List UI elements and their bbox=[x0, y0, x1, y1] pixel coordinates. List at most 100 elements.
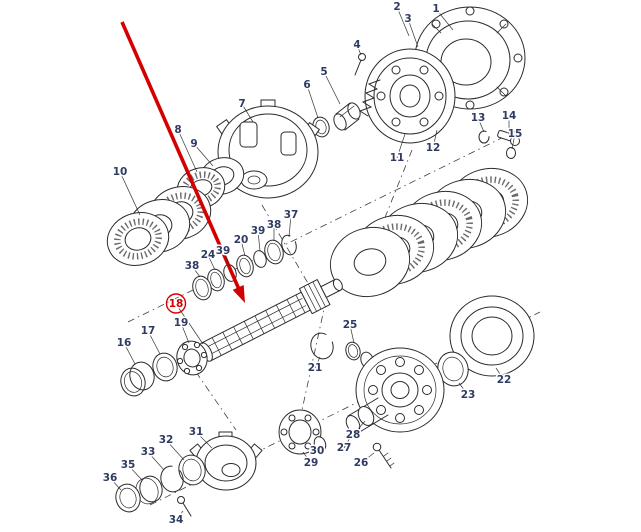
leader-line-33 bbox=[147, 451, 165, 471]
part-input-shaft-18 bbox=[199, 278, 343, 362]
highlight-circle bbox=[165, 293, 187, 314]
part-label-36: 36 bbox=[103, 472, 118, 484]
leader-line-20 bbox=[240, 239, 246, 257]
part-rings-32-33 bbox=[160, 454, 206, 493]
leader-line-18 bbox=[175, 303, 204, 345]
leader-line-7 bbox=[241, 103, 254, 123]
leader-lines bbox=[109, 6, 516, 521]
part-label-11: 11 bbox=[390, 152, 405, 164]
part-label-4: 4 bbox=[353, 39, 360, 51]
leader-line-36 bbox=[109, 477, 122, 491]
part-bearing-carrier-plate bbox=[364, 48, 456, 144]
part-label-1: 1 bbox=[432, 3, 439, 15]
leader-line-31 bbox=[195, 431, 213, 449]
leader-line-21 bbox=[314, 356, 321, 369]
part-clutch-drum-7 bbox=[216, 99, 320, 199]
leader-line-10 bbox=[119, 171, 141, 216]
part-label-6: 6 bbox=[303, 79, 310, 91]
leader-line-27 bbox=[343, 430, 355, 449]
part-small-fittings bbox=[478, 130, 520, 159]
part-label-39: 39 bbox=[216, 245, 231, 257]
part-label-7: 7 bbox=[238, 98, 245, 110]
part-ring-17 bbox=[152, 352, 178, 382]
leader-line-3 bbox=[407, 18, 419, 48]
part-rings-35-36 bbox=[115, 475, 163, 513]
part-label-39: 39 bbox=[251, 225, 266, 237]
red-arrow bbox=[120, 21, 245, 303]
part-label-9: 9 bbox=[190, 138, 197, 150]
part-hub-flange-26-28 bbox=[345, 347, 445, 434]
part-label-34: 34 bbox=[169, 514, 184, 526]
leader-line-17 bbox=[147, 330, 161, 355]
leader-line-12 bbox=[432, 129, 438, 149]
part-clutch-pack-left-10 bbox=[106, 186, 212, 266]
part-label-24: 24 bbox=[201, 249, 216, 261]
leader-line-34 bbox=[175, 510, 184, 521]
part-label-2: 2 bbox=[393, 1, 400, 13]
part-label-13: 13 bbox=[471, 112, 486, 124]
leader-line-39 bbox=[222, 250, 230, 266]
part-ring-23 bbox=[437, 351, 469, 387]
leader-line-29 bbox=[302, 451, 312, 464]
leader-line-16 bbox=[123, 342, 136, 365]
part-label-26: 26 bbox=[354, 457, 369, 469]
part-label-10: 10 bbox=[113, 166, 128, 178]
leader-line-37 bbox=[288, 214, 292, 238]
part-label-30: 30 bbox=[310, 445, 325, 457]
part-spring bbox=[358, 79, 381, 117]
leader-line-38 bbox=[191, 265, 201, 278]
leader-line-19 bbox=[180, 322, 190, 344]
part-label-5: 5 bbox=[320, 66, 327, 78]
leader-line-4 bbox=[356, 44, 362, 56]
part-bearing-19 bbox=[176, 340, 208, 376]
part-label-38: 38 bbox=[185, 260, 200, 272]
part-label-27: 27 bbox=[337, 442, 352, 454]
part-label-14: 14 bbox=[502, 110, 517, 122]
leader-line-24 bbox=[207, 254, 216, 271]
leader-line-1 bbox=[435, 8, 454, 31]
part-bearing-29-30 bbox=[278, 409, 327, 455]
part-label-22: 22 bbox=[497, 374, 512, 386]
part-drum-31 bbox=[189, 431, 263, 491]
part-label-16: 16 bbox=[117, 337, 132, 349]
leader-line-32 bbox=[165, 439, 185, 461]
part-seal-ring-row bbox=[192, 234, 297, 301]
part-clutch-pack-right bbox=[329, 168, 529, 297]
leader-line-5 bbox=[323, 71, 341, 105]
leader-line-22 bbox=[495, 367, 505, 381]
leader-line-39 bbox=[257, 230, 261, 252]
leader-line-6 bbox=[306, 84, 319, 119]
part-label-17: 17 bbox=[141, 325, 156, 337]
part-label-38: 38 bbox=[267, 219, 282, 231]
part-coupling-sleeve bbox=[333, 102, 361, 131]
part-bolt-34 bbox=[177, 496, 192, 517]
part-piston-ring-22 bbox=[449, 295, 535, 377]
leader-line-35 bbox=[127, 464, 143, 481]
part-label-12: 12 bbox=[426, 142, 441, 154]
part-label-28: 28 bbox=[346, 429, 361, 441]
leader-line-15 bbox=[511, 133, 516, 150]
part-label-32: 32 bbox=[159, 434, 174, 446]
red-arrow-shaft bbox=[120, 21, 241, 290]
part-snap-ring-21 bbox=[310, 332, 334, 360]
part-label-21: 21 bbox=[308, 362, 323, 374]
part-bolt-26 bbox=[372, 442, 395, 469]
leader-line-25 bbox=[349, 324, 355, 344]
leader-line-11 bbox=[396, 133, 406, 159]
leader-line-13 bbox=[477, 117, 485, 133]
leader-line-9 bbox=[193, 143, 214, 167]
part-label-25: 25 bbox=[343, 319, 358, 331]
part-bolt-4 bbox=[354, 53, 366, 76]
leader-line-28 bbox=[352, 420, 366, 436]
leader-line-30 bbox=[316, 446, 320, 452]
part-label-8: 8 bbox=[174, 124, 181, 136]
part-shim-rings-16 bbox=[120, 361, 155, 397]
part-label-33: 33 bbox=[141, 446, 156, 458]
part-label-37: 37 bbox=[284, 209, 299, 221]
part-label-31: 31 bbox=[189, 426, 204, 438]
part-label-29: 29 bbox=[304, 457, 319, 469]
part-label-23: 23 bbox=[461, 389, 476, 401]
